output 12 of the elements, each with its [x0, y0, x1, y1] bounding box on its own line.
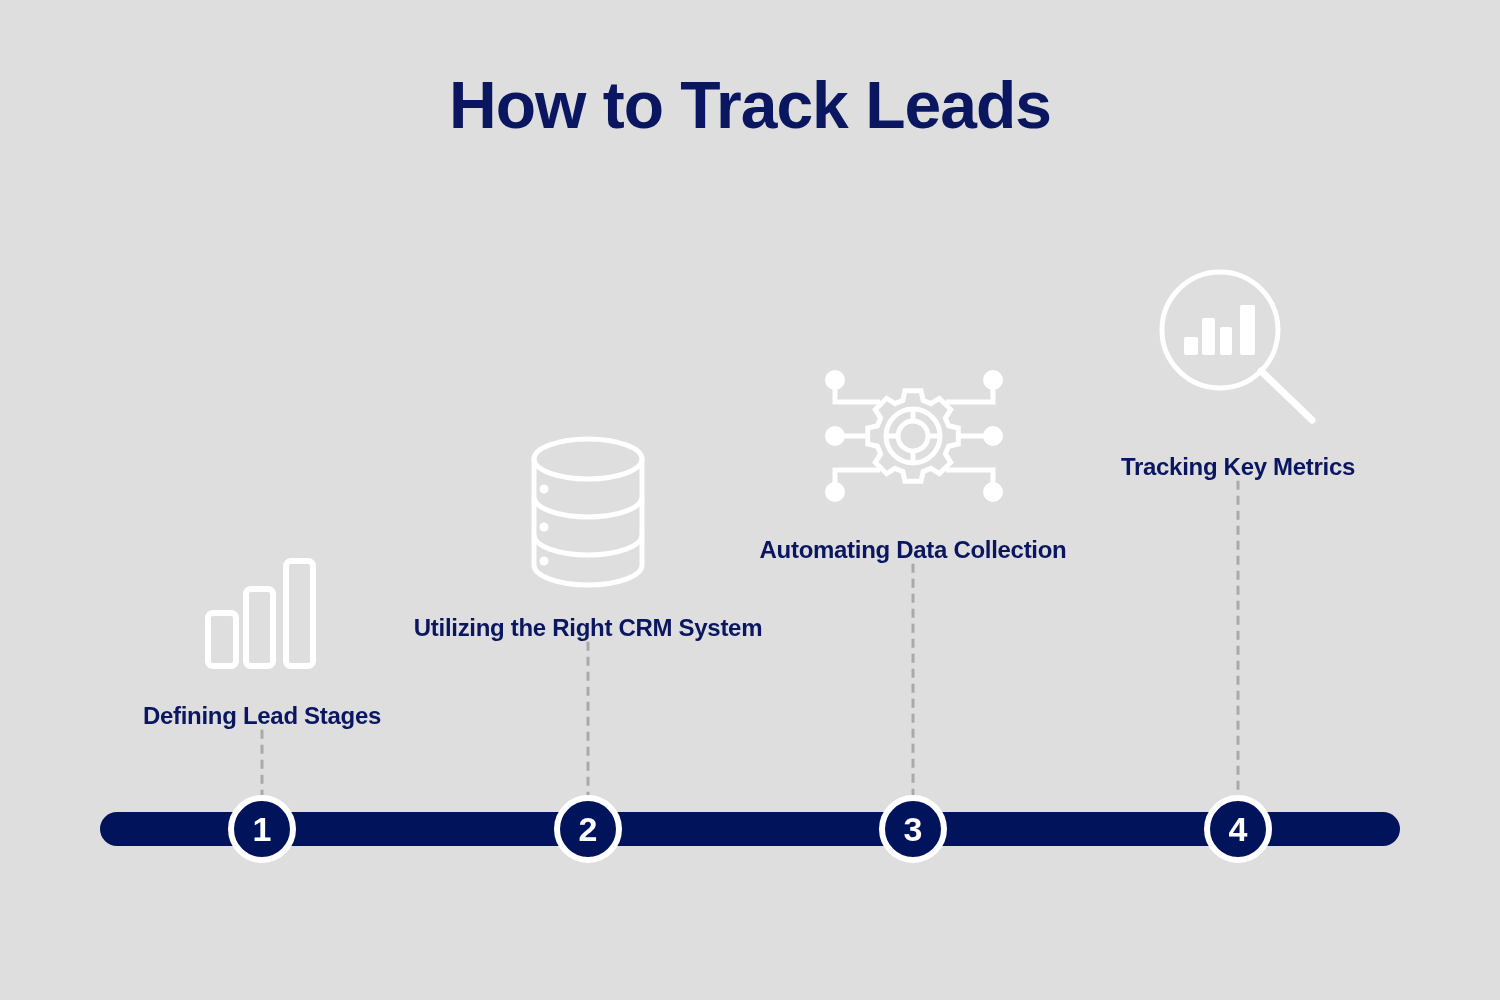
title: How to Track Leads [449, 72, 1051, 138]
step-title: Defining Lead Stages [143, 702, 381, 730]
step-number-badge: 3 [879, 795, 947, 863]
leader-line [260, 729, 264, 795]
step-title: Tracking Key Metrics [1120, 453, 1356, 481]
step-title: Utilizing the Right CRM System [413, 614, 763, 642]
step-number-badge: 2 [554, 795, 622, 863]
leader-line [586, 641, 590, 795]
leader-line [911, 563, 915, 795]
step-number-badge: 4 [1204, 795, 1272, 863]
step-number-badge: 1 [228, 795, 296, 863]
step-title: Automating Data Collection [759, 536, 1067, 564]
